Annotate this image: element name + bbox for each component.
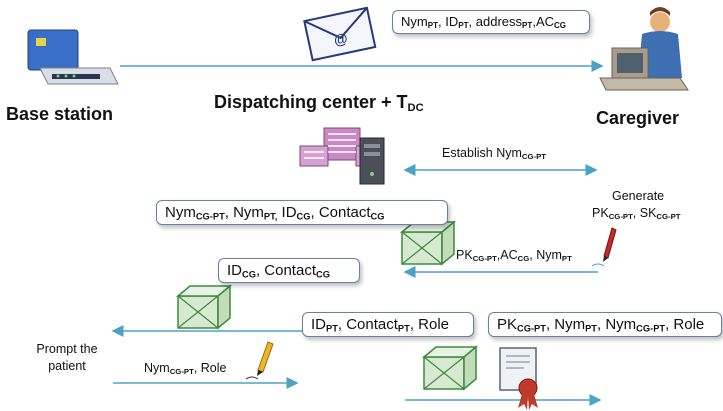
server-tower-icon [359, 137, 385, 185]
message-bubble-contact-cg: NymCG-PT, NymPT, IDCG, ContactCG [156, 200, 448, 226]
dispatching-center-title: Dispatching center + TDC [214, 92, 424, 114]
svg-text:@: @ [332, 30, 349, 48]
generate-label: Generate [612, 189, 665, 203]
hospital-building-icon [299, 127, 367, 167]
message-bubble-pseudonyms: NymPT, IDPT, addressPT,ACCG [392, 10, 590, 34]
caregiver-person-icon [599, 7, 689, 91]
establish-label: Establish NymCG-PT [442, 146, 546, 161]
base-station-title: Base station [6, 104, 114, 124]
message-bubble-id-contact: IDCG, ContactCG [218, 258, 360, 284]
package-box-icon [421, 345, 479, 391]
prompt-patient-label: Prompt the patient [36, 342, 98, 373]
caregiver-title: Caregiver [596, 108, 680, 128]
package-box-icon [399, 220, 457, 266]
gold-pen-icon [245, 341, 274, 380]
public-key-message-label: PKCG-PT,ACCG, NymPT [456, 248, 572, 263]
message-bubble-certificate: PKCG-PT, NymPT, NymCG-PT, Role [488, 312, 722, 338]
generate-keys-label: PKCG-PT, SKCG-PT [592, 206, 681, 221]
message-bubble-patient-role: IDPT, ContactPT, Role [302, 312, 474, 338]
email-envelope-icon: @ [303, 6, 377, 62]
package-box-icon [175, 284, 233, 330]
modem-icon [27, 29, 119, 85]
role-message-label: NymCG-PT, Role [144, 361, 227, 376]
red-pen-icon [591, 227, 617, 267]
certificate-icon [499, 347, 538, 410]
